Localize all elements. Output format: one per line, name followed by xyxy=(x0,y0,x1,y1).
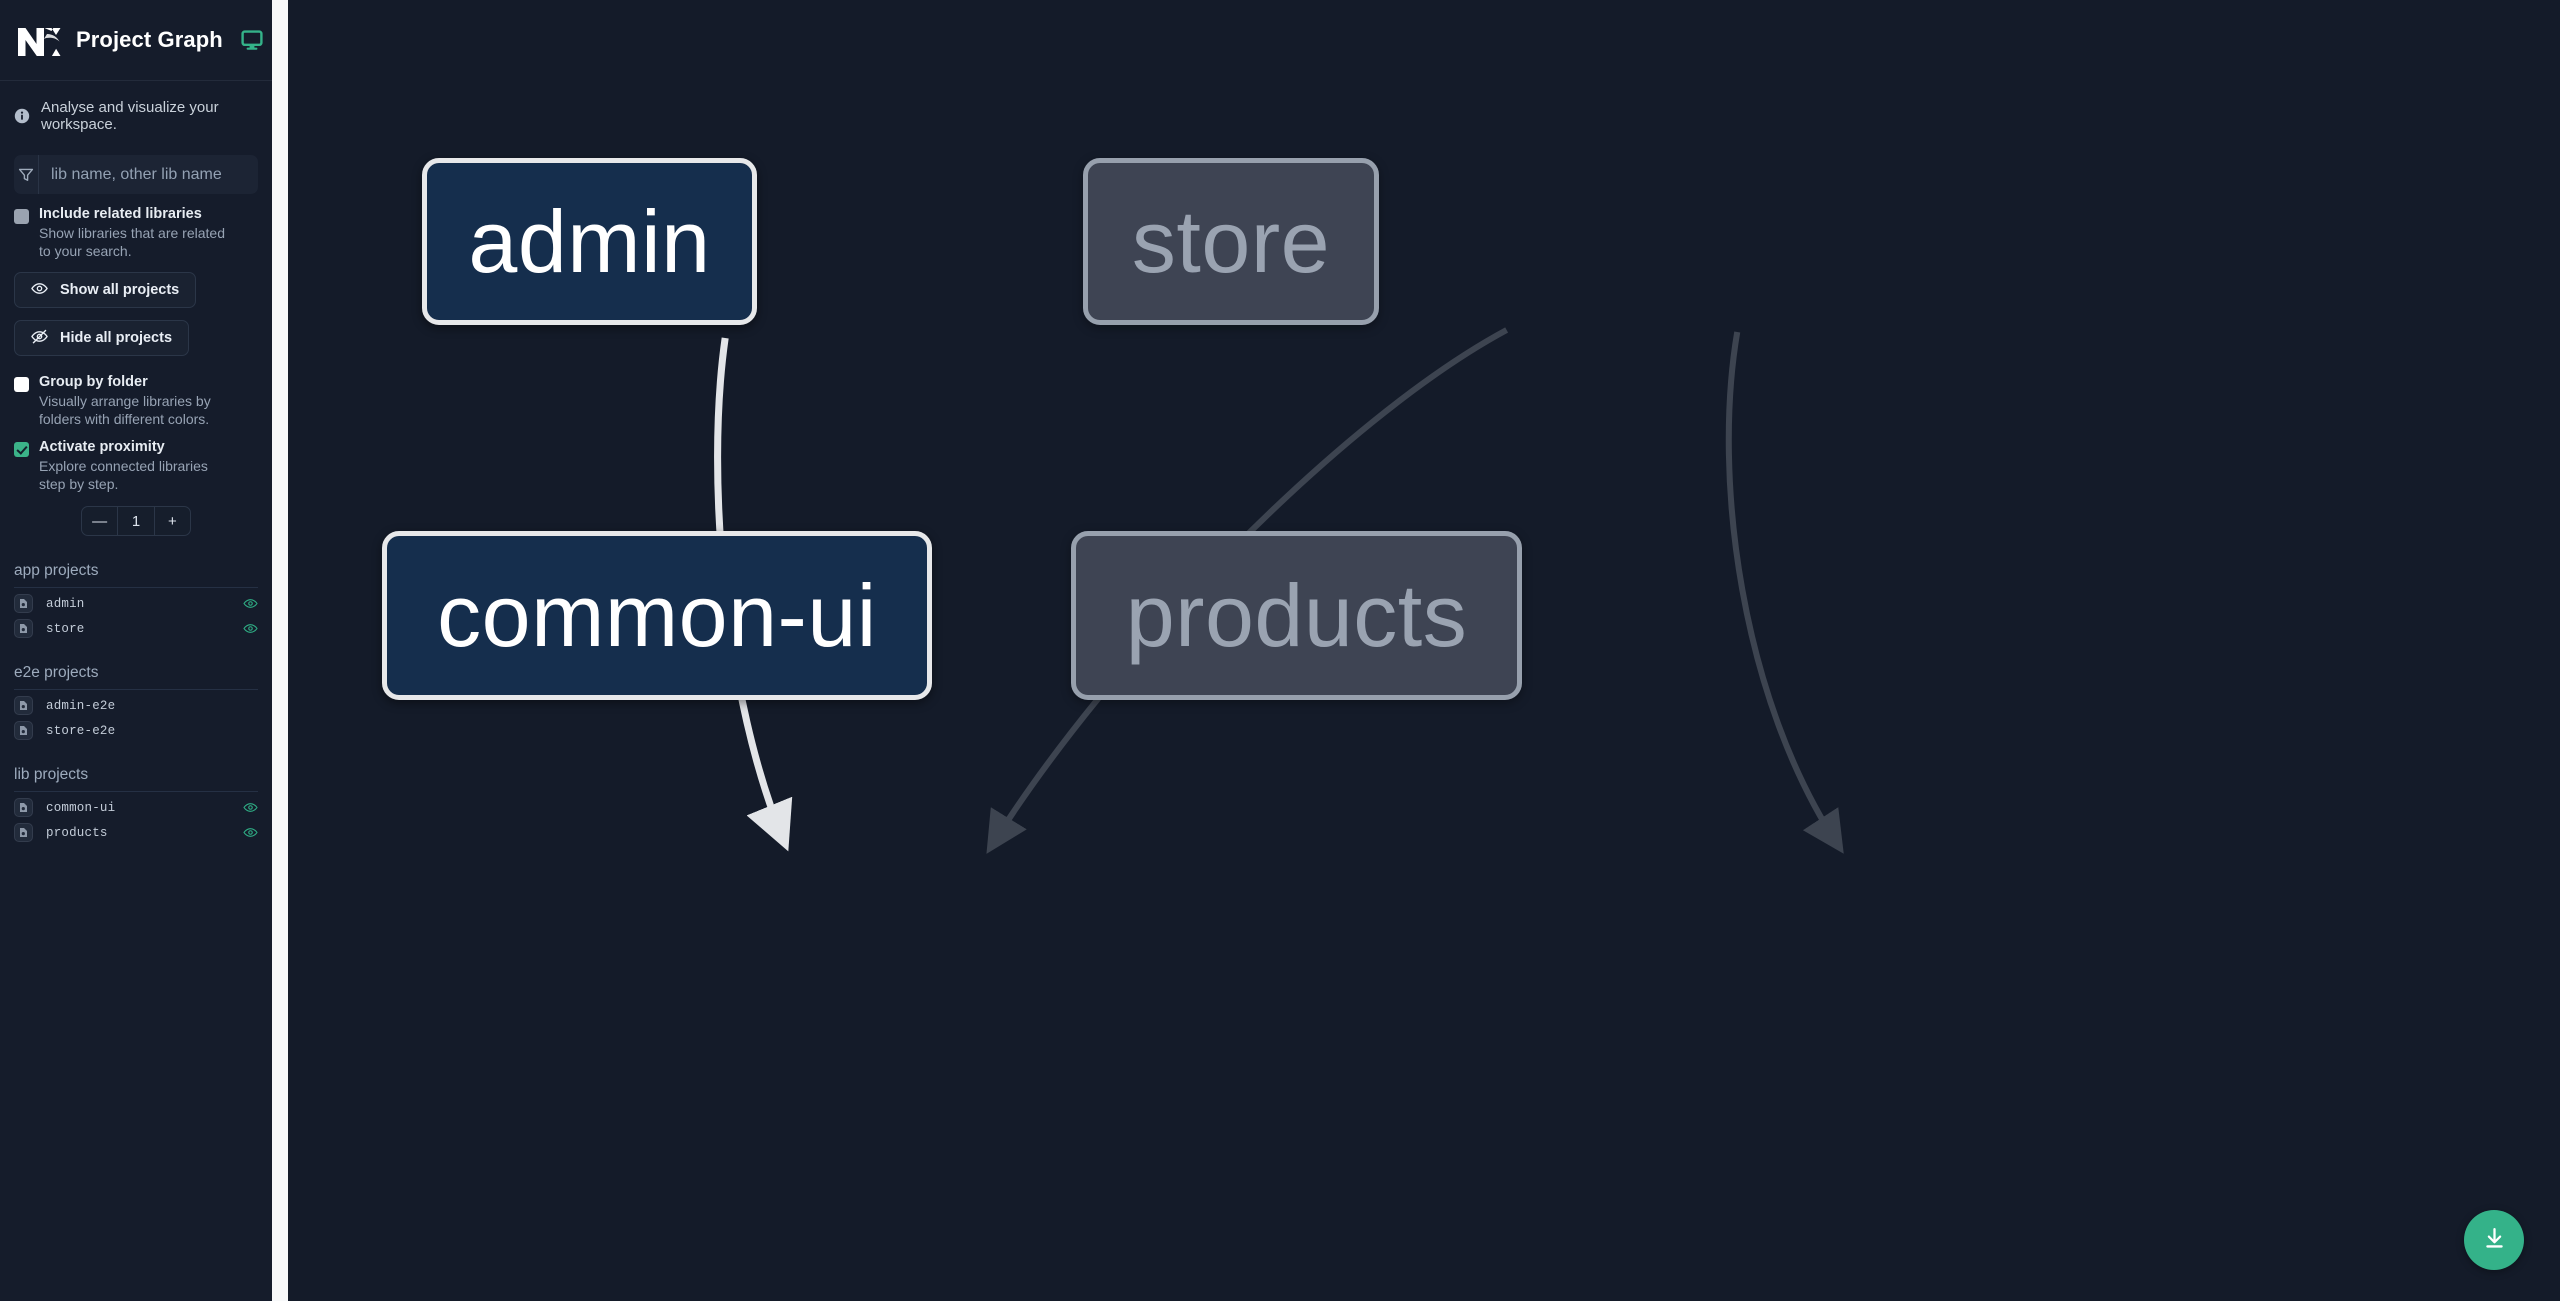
eye-icon[interactable] xyxy=(243,800,258,815)
option-description: Explore connected libraries step by step… xyxy=(39,458,208,492)
graph-node-common-ui[interactable]: common-ui xyxy=(382,531,932,700)
group-header-app-projects: app projects xyxy=(14,536,258,588)
project-icon xyxy=(14,798,33,817)
eye-icon[interactable] xyxy=(243,825,258,840)
proximity-stepper[interactable]: — 1 + xyxy=(81,506,191,536)
activate-proximity-checkbox[interactable] xyxy=(14,442,29,457)
project-icon xyxy=(14,619,33,638)
include-related-libraries-checkbox[interactable] xyxy=(14,209,29,224)
monitor-icon[interactable] xyxy=(241,29,263,51)
graph-node-label: store xyxy=(1131,191,1331,291)
project-name: admin-e2e xyxy=(46,698,116,713)
project-name: products xyxy=(46,825,108,840)
project-row-store-e2e[interactable]: store-e2e xyxy=(14,715,258,740)
project-name: store xyxy=(46,621,85,636)
graph-canvas[interactable]: admin store common-ui products xyxy=(272,0,2560,1301)
group-header-lib-projects: lib projects xyxy=(14,740,258,792)
eye-icon[interactable] xyxy=(243,596,258,611)
show-all-projects-label: Show all projects xyxy=(60,282,180,298)
project-row-store[interactable]: store xyxy=(14,613,258,638)
project-name: admin xyxy=(46,596,85,611)
graph-node-admin[interactable]: admin xyxy=(422,158,757,325)
download-icon xyxy=(2482,1226,2507,1254)
project-name: store-e2e xyxy=(46,723,116,738)
proximity-increment-button[interactable]: + xyxy=(167,512,177,530)
project-icon xyxy=(14,696,33,715)
option-label: Include related libraries xyxy=(39,206,202,222)
project-row-common-ui[interactable]: common-ui xyxy=(14,792,258,817)
sidebar: Project Graph Analyse and visualize your… xyxy=(0,0,272,1301)
sidebar-header: Project Graph xyxy=(0,0,272,81)
option-activate-proximity[interactable]: Activate proximity Explore connected lib… xyxy=(0,428,272,493)
option-label: Activate proximity xyxy=(39,439,165,455)
graph-node-products[interactable]: products xyxy=(1071,531,1522,700)
project-row-admin[interactable]: admin xyxy=(14,588,258,613)
eye-icon xyxy=(31,280,48,301)
page-title: Project Graph xyxy=(76,27,223,52)
edge-store-products xyxy=(1725,331,1844,854)
proximity-decrement-button[interactable]: — xyxy=(92,512,108,530)
project-row-products[interactable]: products xyxy=(14,817,258,842)
info-icon xyxy=(14,108,30,124)
search-input[interactable] xyxy=(39,155,258,194)
project-name: common-ui xyxy=(46,800,116,815)
hide-all-projects-label: Hide all projects xyxy=(60,330,173,346)
eye-icon[interactable] xyxy=(243,621,258,636)
graph-node-label: common-ui xyxy=(437,565,877,665)
filter-icon xyxy=(14,155,39,194)
tagline-text: Analyse and visualize your workspace. xyxy=(41,99,219,133)
project-icon xyxy=(14,594,33,613)
tagline: Analyse and visualize your workspace. xyxy=(0,81,272,147)
nx-logo xyxy=(14,20,64,60)
graph-node-store[interactable]: store xyxy=(1083,158,1379,325)
sidebar-scrollbar[interactable] xyxy=(272,0,288,1301)
group-by-folder-checkbox[interactable] xyxy=(14,377,29,392)
graph-node-label: admin xyxy=(468,191,711,291)
show-all-projects-button[interactable]: Show all projects xyxy=(14,272,197,308)
option-description: Show libraries that are related to your … xyxy=(39,225,225,259)
project-icon xyxy=(14,721,33,740)
eye-off-icon xyxy=(31,328,48,349)
group-header-e2e-projects: e2e projects xyxy=(14,638,258,690)
option-group-by-folder[interactable]: Group by folder Visually arrange librari… xyxy=(0,356,272,428)
option-include-related-libraries[interactable]: Include related libraries Show libraries… xyxy=(0,194,272,260)
project-icon xyxy=(14,823,33,842)
graph-node-label: products xyxy=(1125,565,1468,665)
project-row-admin-e2e[interactable]: admin-e2e xyxy=(14,690,258,715)
proximity-value: 1 xyxy=(117,507,155,535)
hide-all-projects-button[interactable]: Hide all projects xyxy=(14,320,190,356)
option-label: Group by folder xyxy=(39,374,148,390)
option-description: Visually arrange libraries by folders wi… xyxy=(39,393,211,427)
search-box[interactable] xyxy=(14,155,258,194)
download-button[interactable] xyxy=(2464,1210,2524,1270)
